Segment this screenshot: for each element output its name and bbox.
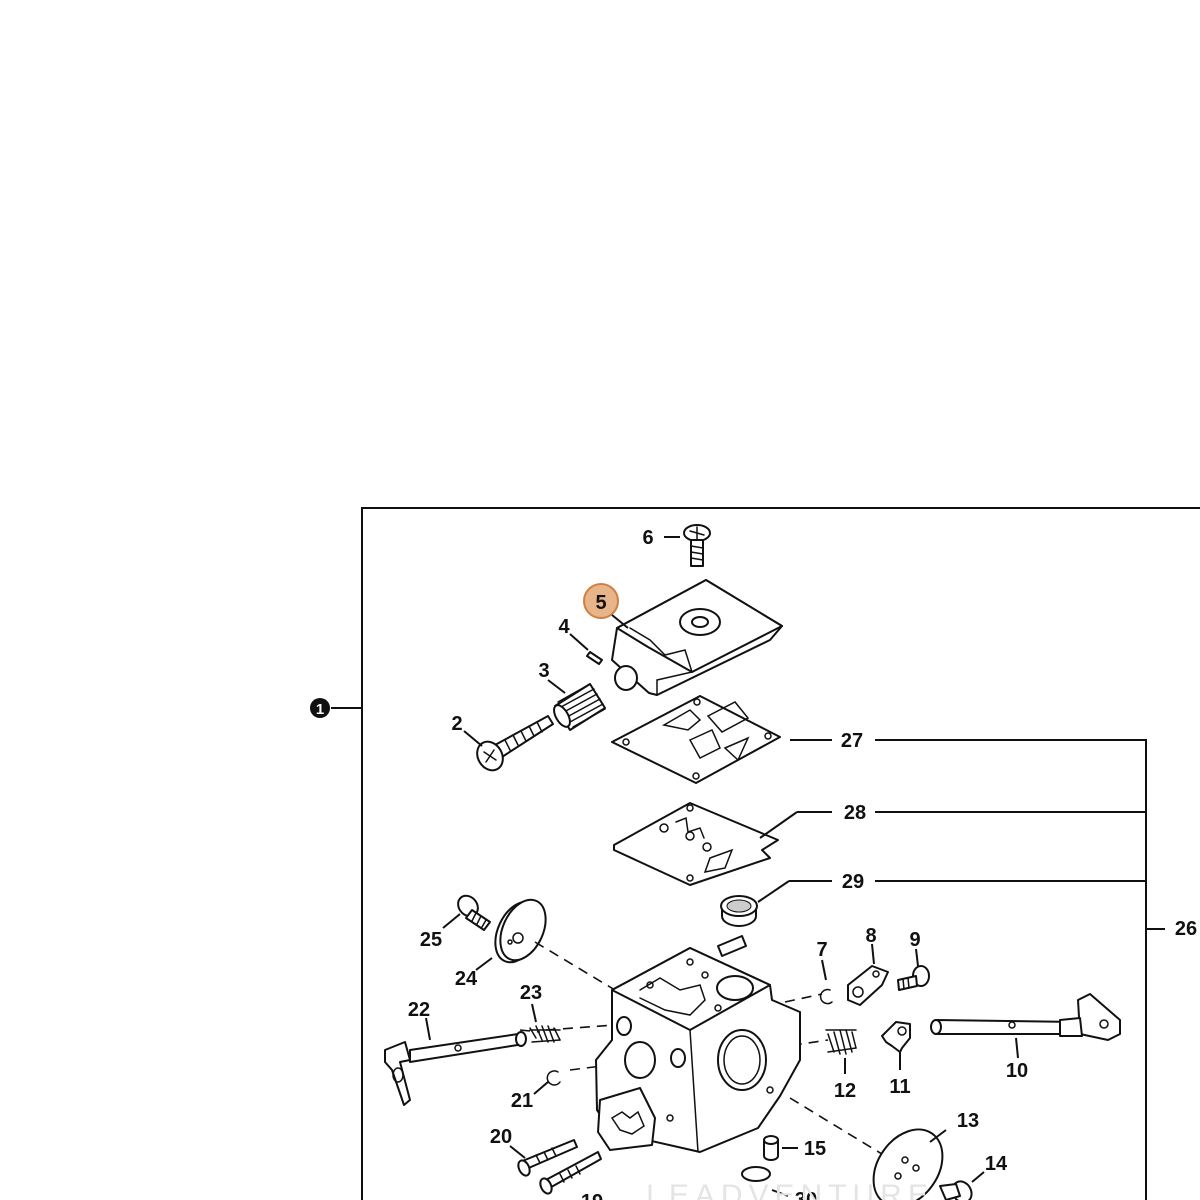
assembly-marker[interactable]: 1 <box>310 698 362 718</box>
callout-13[interactable]: 13 <box>957 1110 979 1132</box>
callout-29[interactable]: 29 <box>842 871 864 893</box>
part-4-pin[interactable] <box>586 651 603 665</box>
callout-27[interactable]: 27 <box>841 730 863 752</box>
part-27-gasket[interactable] <box>611 695 781 784</box>
part-3-spring[interactable] <box>551 683 606 731</box>
callout-8[interactable]: 8 <box>865 925 876 947</box>
part-30-oring[interactable] <box>741 1166 771 1182</box>
part-13-diaphragm[interactable] <box>859 1116 956 1200</box>
callout-3[interactable]: 3 <box>538 660 549 682</box>
callout-14[interactable]: 14 <box>985 1153 1008 1175</box>
callout-5[interactable]: 5 <box>595 592 606 614</box>
callout-7[interactable]: 7 <box>816 939 827 961</box>
part-24-plate[interactable] <box>486 893 554 970</box>
callout-26[interactable]: 26 <box>1175 918 1197 940</box>
callout-20[interactable]: 20 <box>490 1126 512 1148</box>
part-5-cover[interactable] <box>611 579 783 696</box>
part-8-lever[interactable] <box>847 965 889 1006</box>
part-14-screw[interactable] <box>939 1178 975 1200</box>
part-12-spring[interactable] <box>825 1029 857 1055</box>
diagram-frame <box>361 507 1200 1200</box>
part-20-needle[interactable] <box>516 1139 578 1177</box>
callout-9[interactable]: 9 <box>909 929 920 951</box>
callout-30[interactable]: 30 <box>795 1189 817 1200</box>
part-11-washer[interactable] <box>881 1021 911 1053</box>
callout-25[interactable]: 25 <box>420 929 442 951</box>
part-22-shaft[interactable] <box>384 1031 527 1106</box>
callout-22[interactable]: 22 <box>408 999 430 1021</box>
callout-10[interactable]: 10 <box>1006 1060 1028 1082</box>
part-10-shaft[interactable] <box>930 993 1121 1041</box>
callout-12[interactable]: 12 <box>834 1080 856 1102</box>
part-21-clip[interactable] <box>546 1070 561 1086</box>
callout-11[interactable]: 11 <box>889 1076 910 1098</box>
part-28-diaphragm[interactable] <box>613 802 779 886</box>
callout-21[interactable]: 21 <box>511 1090 533 1112</box>
callout-28[interactable]: 28 <box>844 802 866 824</box>
watermark-text: LEADVENTURE <box>646 1179 934 1200</box>
part-6-screw[interactable] <box>683 524 711 567</box>
callout-19[interactable]: 19 <box>581 1191 603 1200</box>
part-23-spring[interactable] <box>529 1025 561 1043</box>
svg-text:1: 1 <box>316 701 324 718</box>
part-2-screw[interactable] <box>472 715 554 775</box>
callout-23[interactable]: 23 <box>520 982 542 1004</box>
carburetor-body[interactable] <box>595 935 801 1153</box>
part-7-clip[interactable] <box>819 988 833 1005</box>
callout-6[interactable]: 6 <box>642 527 653 549</box>
callout-24[interactable]: 24 <box>455 968 478 990</box>
callout-2[interactable]: 2 <box>451 713 462 735</box>
callout-15[interactable]: 15 <box>804 1138 826 1160</box>
callout-5-highlight[interactable]: 5 <box>583 583 619 619</box>
callout-4[interactable]: 4 <box>558 616 570 638</box>
part-15-plug[interactable] <box>763 1135 779 1161</box>
part-19-needle[interactable] <box>538 1151 602 1195</box>
part-29-filter[interactable] <box>720 895 758 927</box>
part-9-screw[interactable] <box>897 965 930 991</box>
part-25-screw[interactable] <box>454 892 491 931</box>
